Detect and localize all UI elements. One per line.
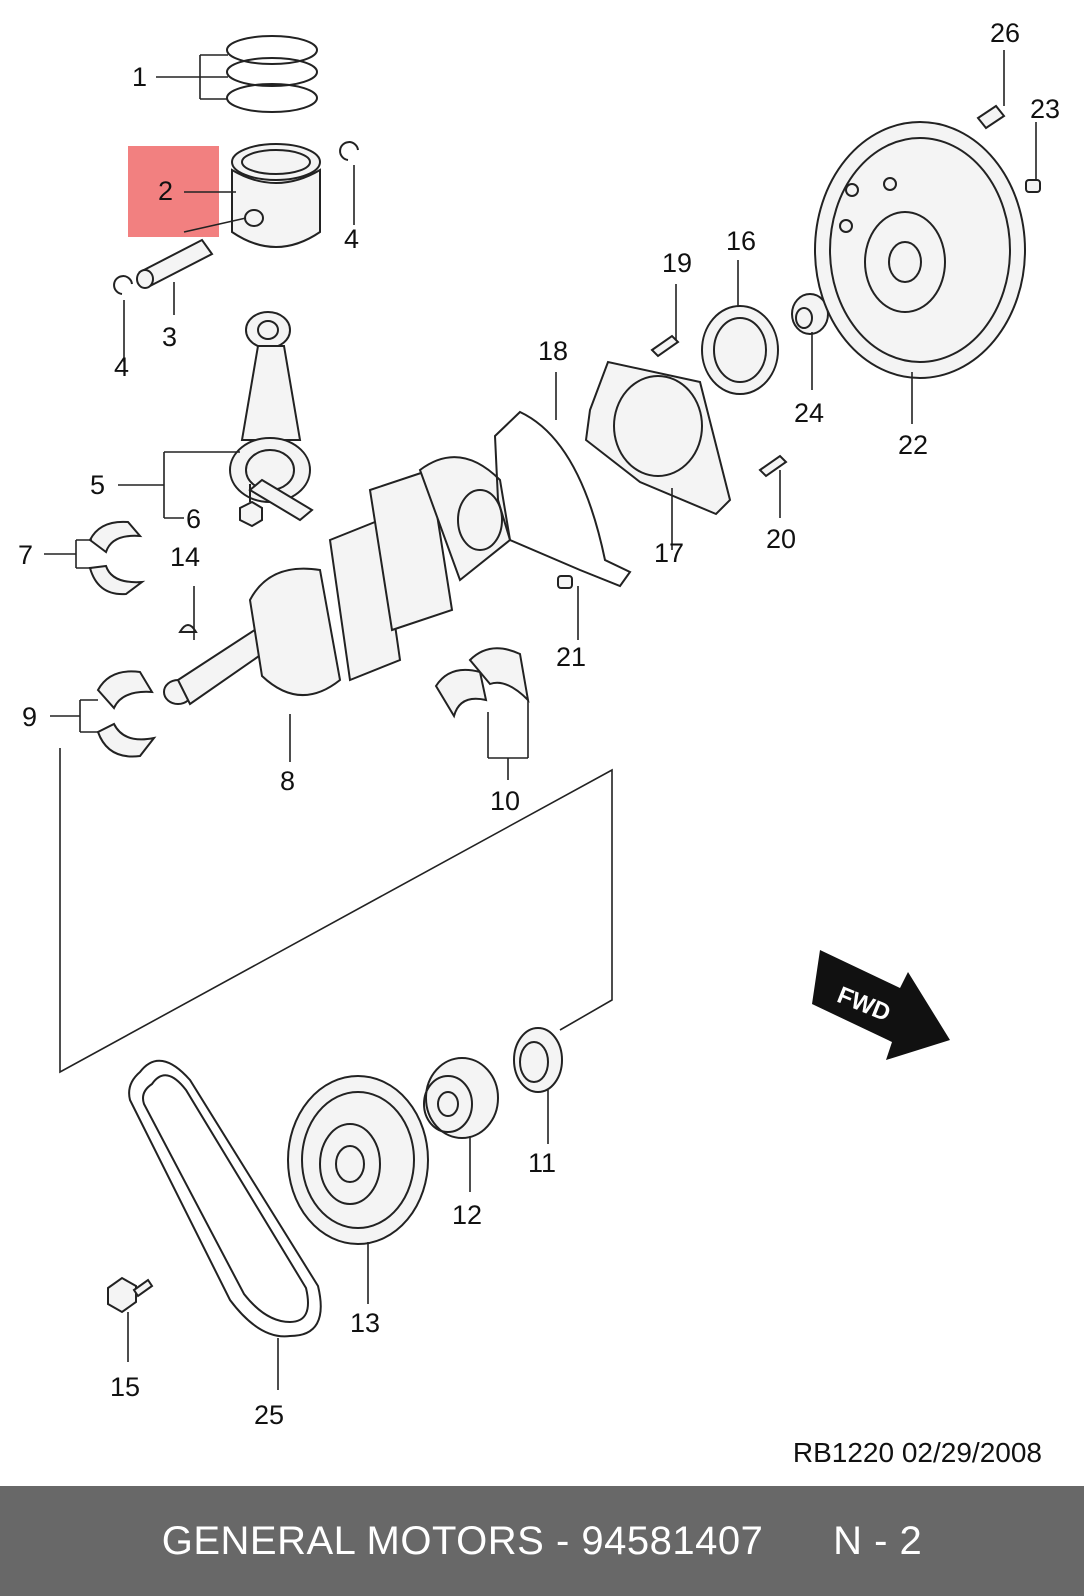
callouts: 1 2 3 4 4 5 6 7 8 9 10 11 12 13 14 15 16… — [18, 18, 1060, 1430]
flywheel — [814, 121, 1026, 379]
callout-20: 20 — [766, 524, 796, 554]
seal-housing — [584, 360, 732, 516]
callout-4a: 4 — [344, 224, 359, 254]
forward-direction-arrow: FWD — [812, 950, 950, 1060]
dowel-pin — [557, 575, 573, 589]
callout-6: 6 — [186, 504, 201, 534]
pulley-bolt — [107, 1276, 154, 1314]
callout-3: 3 — [162, 322, 177, 352]
callout-1: 1 — [132, 62, 147, 92]
callout-17: 17 — [654, 538, 684, 568]
callout-9: 9 — [22, 702, 37, 732]
footer-separator: - — [544, 1518, 582, 1563]
callout-4b: 4 — [114, 352, 129, 382]
crankshaft-pulley — [287, 1075, 429, 1245]
callout-23: 23 — [1030, 94, 1060, 124]
callout-19: 19 — [662, 248, 692, 278]
rod-nut — [239, 484, 263, 528]
callout-14: 14 — [170, 542, 200, 572]
thrust-bearing — [434, 647, 530, 719]
callout-21: 21 — [556, 642, 586, 672]
housing-bolts — [650, 334, 788, 478]
flywheel-dowel — [1025, 179, 1041, 193]
pilot-bushing — [791, 293, 829, 335]
rear-oil-seal — [701, 305, 779, 395]
crankshaft — [163, 456, 512, 706]
footer-gap — [763, 1519, 833, 1563]
callout-16: 16 — [726, 226, 756, 256]
footer-bar: GENERAL MOTORS - 94581407 N - 2 — [0, 1486, 1084, 1596]
callout-2: 2 — [158, 176, 173, 206]
callout-13: 13 — [350, 1308, 380, 1338]
footer-brand: GENERAL MOTORS — [161, 1518, 545, 1563]
callout-7: 7 — [18, 540, 33, 570]
callout-18: 18 — [538, 336, 568, 366]
footer-part-number: 94581407 — [581, 1518, 764, 1563]
woodruff-key — [178, 624, 198, 633]
main-bearing — [96, 670, 157, 758]
callout-15: 15 — [110, 1372, 140, 1402]
leader-lines — [44, 50, 1037, 1390]
callout-25: 25 — [254, 1400, 284, 1430]
front-oil-seal — [513, 1027, 563, 1093]
flywheel-bolt — [976, 104, 1006, 130]
timing-sprocket — [423, 1057, 499, 1139]
callout-12: 12 — [452, 1200, 482, 1230]
snap-rings — [113, 141, 359, 295]
callout-10: 10 — [490, 786, 520, 816]
callout-26: 26 — [990, 18, 1020, 48]
piston-rings — [226, 35, 318, 113]
piston-pin — [136, 238, 214, 289]
callout-22: 22 — [898, 430, 928, 460]
exploded-parts-diagram: FWD 1 2 3 4 4 5 6 — [18, 18, 1060, 1430]
callout-8: 8 — [280, 766, 295, 796]
assembly-bracket — [59, 748, 613, 1074]
drive-belt — [128, 1059, 322, 1338]
callout-5: 5 — [90, 470, 105, 500]
piston — [231, 143, 321, 248]
callout-11: 11 — [528, 1148, 556, 1178]
footer-page: N - 2 — [833, 1518, 923, 1563]
callout-24: 24 — [794, 398, 824, 428]
connecting-rod — [229, 311, 314, 522]
diagram-reference-code: RB1220 02/29/2008 — [792, 1437, 1042, 1468]
rod-bearing — [88, 520, 146, 596]
rear-housing-gasket — [493, 410, 632, 588]
footer-caption: GENERAL MOTORS - 94581407 N - 2 — [162, 1519, 923, 1564]
